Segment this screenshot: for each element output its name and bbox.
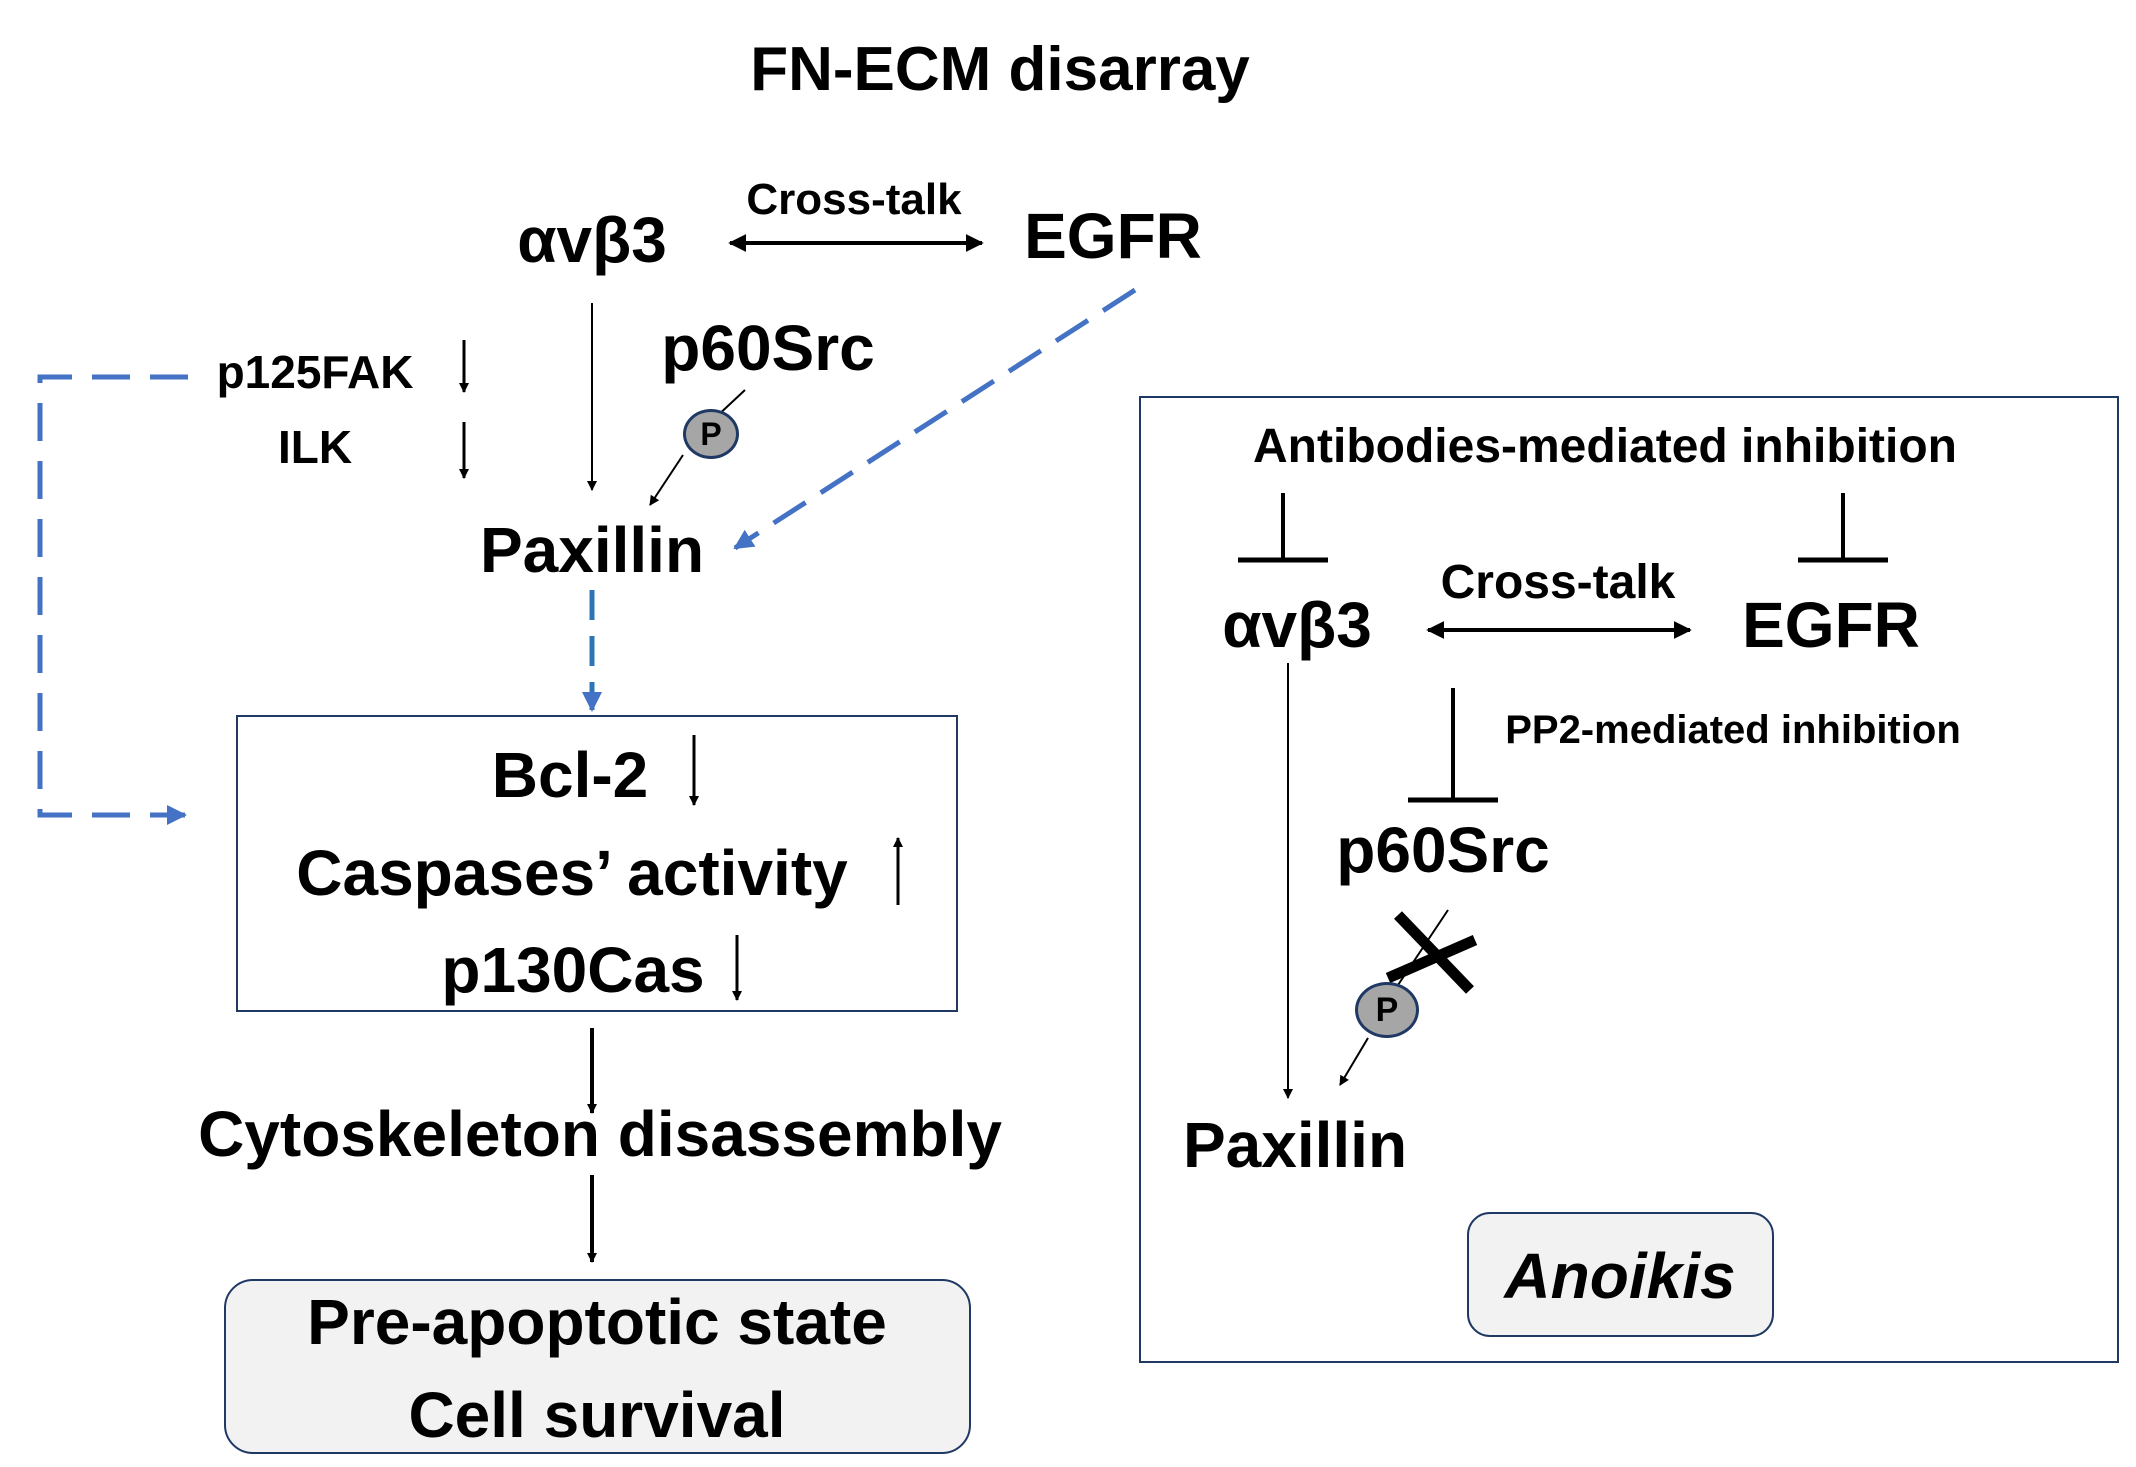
fak-to-box-dashed-arrow: [37, 374, 188, 825]
diagram-title: FN-ECM disarray: [750, 35, 1250, 104]
effects-box: [236, 715, 958, 1012]
paxillin-label-right: Paxillin: [1182, 1109, 1408, 1181]
bcl2-label: Bcl-2: [491, 739, 649, 811]
crosstalk-label: Cross-talk: [746, 175, 962, 224]
phospho-to-paxillin-arrow: [649, 454, 684, 506]
egfr-to-paxillin-dashed-arrow: [733, 287, 1137, 551]
pp2-label: PP2-mediated inhibition: [1505, 708, 1961, 752]
cytoskeleton-label: Cytoskeleton disassembly: [198, 1098, 1002, 1170]
paxillin-label: Paxillin: [479, 514, 705, 586]
anoikis-panel: [1139, 396, 2119, 1363]
src-label-right: p60Src: [1336, 814, 1550, 886]
block-x-stroke-2: [1385, 934, 1478, 984]
antibodies-label: Antibodies-mediated inhibition: [1253, 420, 1957, 473]
integrin-label: αvβ3: [517, 204, 667, 276]
caspases-label: Caspases’ activity: [296, 837, 848, 909]
fak-label: p125FAK: [216, 346, 414, 398]
crosstalk-label-right: Cross-talk: [1440, 556, 1676, 609]
phospho-to-paxillin-arrow-right: [1339, 1037, 1369, 1086]
integrin-label-right: αvβ3: [1222, 589, 1372, 661]
outcome-line-1: Pre-apoptotic state: [307, 1286, 887, 1358]
outcome-box: [224, 1279, 971, 1454]
phospho-badge-right: P: [1355, 982, 1419, 1038]
anoikis-label: Anoikis: [1504, 1240, 1736, 1312]
src-label: p60Src: [661, 312, 875, 384]
egfr-label: EGFR: [1024, 200, 1202, 272]
outcome-line-2: Cell survival: [408, 1379, 786, 1451]
p130cas-label: p130Cas: [441, 934, 705, 1006]
anoikis-box: [1467, 1212, 1774, 1337]
egfr-label-right: EGFR: [1742, 589, 1920, 661]
ilk-label: ILK: [277, 421, 353, 473]
phospho-badge: P: [683, 409, 739, 459]
